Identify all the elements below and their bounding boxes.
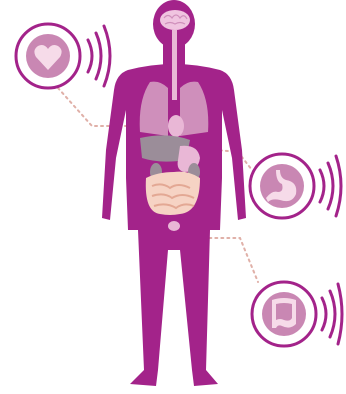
stomach-callout: [250, 154, 341, 218]
heart-organ: [168, 115, 184, 137]
stomach-signal-waves: [320, 156, 341, 216]
intestine-callout: [252, 282, 342, 346]
spinal-cord: [172, 30, 177, 100]
heart-callout: [16, 24, 110, 88]
heart-signal-waves: [88, 26, 110, 86]
brain: [160, 10, 190, 30]
intestine-signal-waves: [322, 284, 342, 344]
bladder: [168, 221, 180, 231]
